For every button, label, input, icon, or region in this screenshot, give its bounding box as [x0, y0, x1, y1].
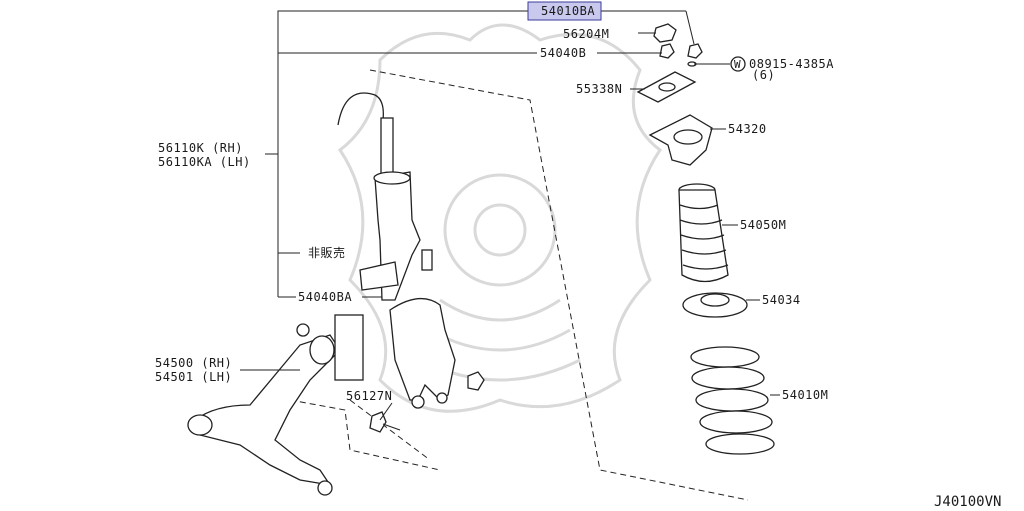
assembly-bracket-line — [277, 10, 528, 297]
strut-top-cap — [373, 171, 411, 185]
washer-symbol-letter: W — [734, 58, 741, 71]
strut-knuckle-tab — [421, 249, 433, 271]
mount-center — [673, 129, 703, 145]
ball-joint-stud — [317, 480, 333, 496]
label-not-for-sale: 非販売 — [308, 245, 346, 260]
label-washer-qty: (6) — [752, 68, 775, 82]
lower-control-arm — [194, 334, 341, 486]
label-55338N[interactable]: 55338N — [576, 82, 622, 96]
knuckle-nut — [467, 371, 485, 391]
watermark-emblem — [337, 23, 663, 413]
spring-seat-54034 — [682, 292, 748, 318]
arm-washer — [296, 323, 310, 337]
strut-piston-rod — [380, 117, 394, 179]
arm-rear-bushing — [187, 414, 213, 436]
label-08915-4385A[interactable]: 08915-4385A — [749, 57, 834, 71]
leader-56127N — [379, 402, 393, 421]
label-54040B[interactable]: 54040B — [540, 46, 586, 60]
label-54040BA[interactable]: 54040BA — [298, 290, 352, 304]
bolt-56127N-shank — [382, 423, 401, 431]
label-54010BA[interactable]: 54010BA — [541, 4, 595, 18]
leader-54010BA-drop — [685, 10, 695, 45]
arm-bushing-bracket — [334, 314, 364, 381]
arm-outline-dash — [289, 399, 441, 471]
arm-front-bushing — [309, 335, 335, 365]
knuckle-joint — [411, 395, 425, 409]
assembly-outline-dash-2 — [349, 399, 431, 461]
assembly-outline-dash — [369, 69, 749, 501]
nut-54040B-left — [659, 43, 675, 59]
nut-56204M — [653, 23, 677, 43]
strut-bracket — [359, 261, 399, 291]
diagram-code: J40100VN — [934, 494, 1001, 510]
boot-54050M — [678, 183, 729, 283]
label-54500-rh[interactable]: 54500 (RH) — [155, 356, 232, 370]
label-54010M[interactable]: 54010M — [782, 388, 828, 402]
label-56110KA-lh[interactable]: 56110KA (LH) — [158, 155, 251, 169]
strut-sensor-cable — [337, 92, 384, 126]
steering-knuckle — [389, 298, 456, 401]
coil-spring-54010M — [690, 346, 775, 455]
label-56110K-rh[interactable]: 56110K (RH) — [158, 141, 243, 155]
label-54501-lh[interactable]: 54501 (LH) — [155, 370, 232, 384]
label-54320[interactable]: 54320 — [728, 122, 767, 136]
insulator-hole — [658, 82, 676, 92]
label-56204M[interactable]: 56204M — [563, 27, 609, 41]
washer-symbol-circle — [730, 56, 746, 72]
highlight-box-54010BA[interactable] — [527, 1, 602, 21]
label-54034[interactable]: 54034 — [762, 293, 801, 307]
label-54050M[interactable]: 54050M — [740, 218, 786, 232]
nut-54040B-right — [687, 43, 703, 59]
label-56127N[interactable]: 56127N — [346, 389, 392, 403]
knuckle-joint-2 — [436, 392, 448, 404]
